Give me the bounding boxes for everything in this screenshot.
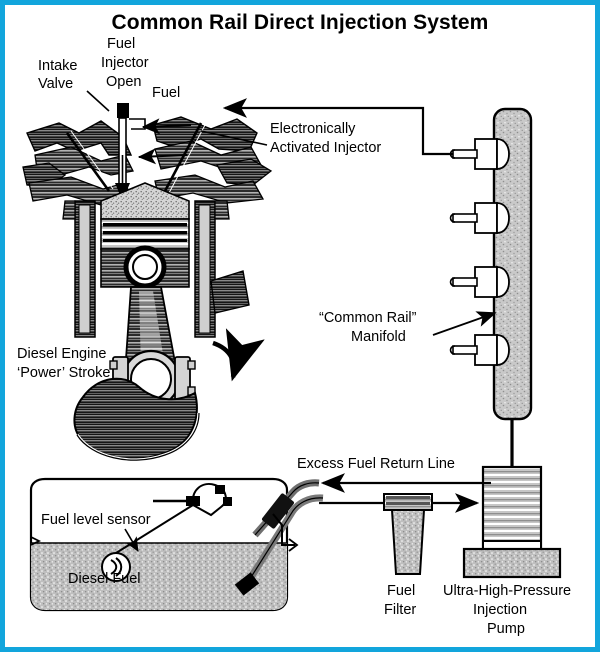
- injection-pump-label-line3: Pump: [487, 621, 525, 637]
- fuel-hoses: [234, 479, 324, 596]
- exhaust-valve: [163, 122, 206, 194]
- injection-pump-label-line1: Ultra-High-Pressure: [443, 583, 571, 599]
- rotation-arrow: [212, 328, 265, 382]
- intake-valve: [65, 130, 114, 192]
- fuel-filter[interactable]: [383, 493, 433, 575]
- injection-pump-label-line2: Injection: [473, 602, 527, 618]
- power-stroke-label-line2: ‘Power’ Stroke: [17, 365, 110, 381]
- fuel-label: Fuel: [152, 85, 180, 101]
- cylinder-head-left: [22, 120, 134, 206]
- injector-label-line2: Activated Injector: [270, 140, 381, 156]
- intake-valve-label-line2: Valve: [38, 76, 73, 92]
- cylinder-walls: [62, 200, 250, 338]
- tank-pump-head[interactable]: [186, 483, 232, 517]
- label-diesel-engine-power-stroke: Diesel Engine ‘Power’ Stroke: [17, 346, 110, 381]
- injection-pump[interactable]: [462, 465, 562, 579]
- crank-counterweight: [73, 377, 201, 462]
- common-rail-diagram: Common Rail Direct Injection System: [17, 11, 571, 637]
- injector-label-line1: Electronically: [270, 121, 356, 137]
- label-common-rail-manifold: “Common Rail” Manifold: [319, 310, 497, 345]
- fuel-tank[interactable]: [29, 477, 289, 612]
- engine-assembly: [22, 103, 273, 462]
- piston: [100, 182, 190, 289]
- page-title: Common Rail Direct Injection System: [112, 11, 489, 34]
- label-intake-valve: Intake Valve: [38, 58, 110, 112]
- common-rail-label-line2: Manifold: [351, 329, 406, 345]
- power-stroke-label-line1: Diesel Engine: [17, 346, 106, 362]
- intake-valve-label-line1: Intake: [38, 58, 78, 74]
- common-rail-manifold[interactable]: [449, 107, 533, 421]
- label-electronically-activated-injector: Electronically Activated Injector: [200, 121, 381, 156]
- fuel-leader-arrows: [137, 118, 192, 165]
- fuel-filter-label-line1: Fuel: [387, 583, 415, 599]
- fuel-filter-label-line2: Filter: [384, 602, 416, 618]
- rail-port[interactable]: [449, 138, 510, 170]
- rail-port[interactable]: [449, 202, 510, 234]
- fuel-injector-label-line3: Open: [106, 74, 141, 90]
- fuel-injector-label-line1: Fuel: [107, 36, 135, 52]
- fuel-level-sensor-label: Fuel level sensor: [41, 512, 151, 528]
- common-rail-label-line1: “Common Rail”: [319, 310, 417, 326]
- fuel-injector-label-line2: Injector: [101, 55, 149, 71]
- label-injection-pump: Ultra-High-Pressure Injection Pump: [443, 583, 571, 637]
- label-fuel-injector-open: Fuel Injector Open: [101, 36, 149, 90]
- rail-port[interactable]: [449, 334, 510, 366]
- rail-to-injector-line: [222, 98, 453, 156]
- excess-fuel-return-label: Excess Fuel Return Line: [297, 456, 455, 472]
- diagram-stage: Common Rail Direct Injection System: [5, 5, 595, 647]
- label-fuel-level-sensor: Fuel level sensor: [41, 512, 151, 552]
- diesel-fuel-label: Diesel Fuel: [68, 571, 141, 587]
- rail-port[interactable]: [449, 266, 510, 298]
- label-fuel-filter: Fuel Filter: [384, 583, 416, 618]
